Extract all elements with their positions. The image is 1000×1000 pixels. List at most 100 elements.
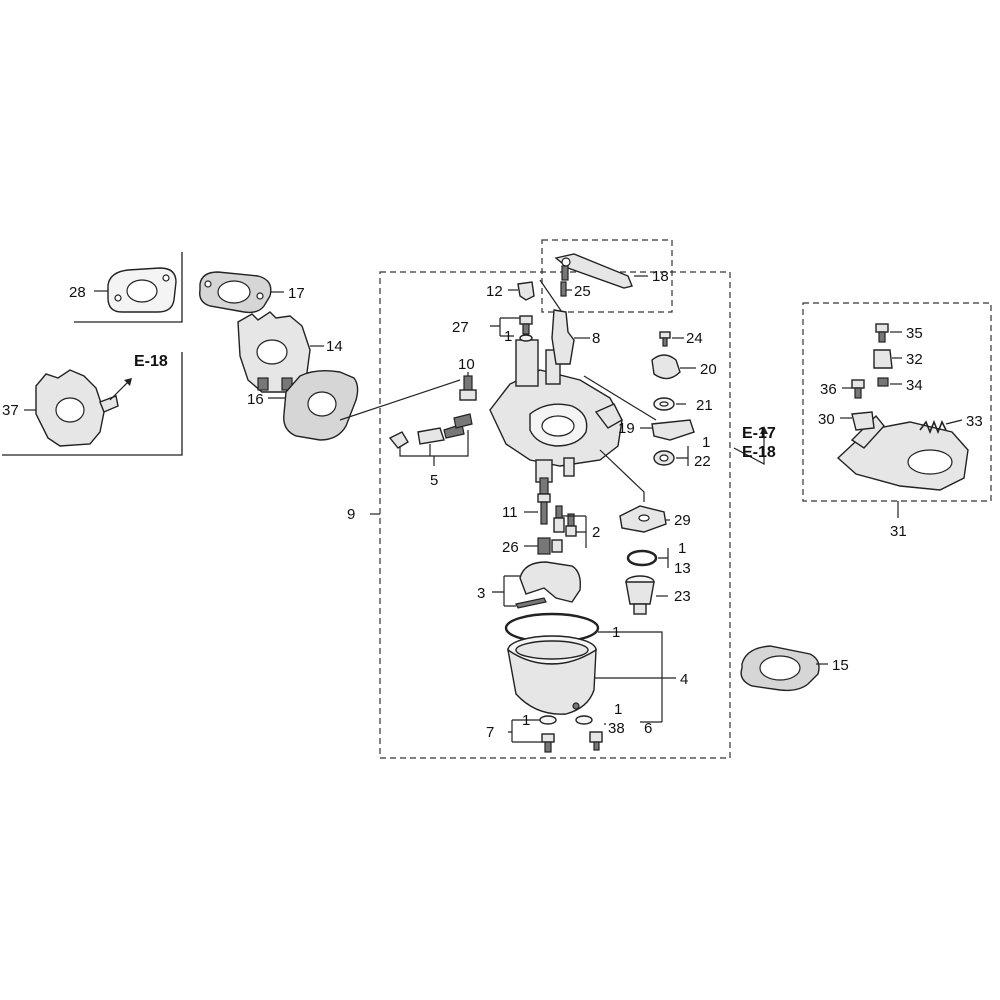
part-23-drawing <box>625 575 655 615</box>
part-18-box <box>541 239 673 313</box>
part-5-drawing <box>388 413 473 449</box>
part-label-3[interactable]: 3 <box>477 585 485 602</box>
leader-1-4-6 <box>594 631 676 722</box>
ref-e18-left[interactable]: E-18 <box>134 353 168 370</box>
ref-e17-right[interactable]: E-17 <box>742 425 776 442</box>
part-label-38[interactable]: 38 <box>608 720 625 737</box>
part-label-12[interactable]: 12 <box>486 283 503 300</box>
part-label-1-c[interactable]: 1 <box>678 540 686 557</box>
part-19-drawing <box>651 419 695 441</box>
leader-38 <box>604 721 662 725</box>
part-2-drawing <box>553 505 577 537</box>
part-31-box <box>802 302 992 502</box>
part-label-22[interactable]: 22 <box>694 453 711 470</box>
part-label-29[interactable]: 29 <box>674 512 691 529</box>
part-29-drawing <box>619 505 667 533</box>
part-label-11[interactable]: 11 <box>502 504 518 521</box>
part-label-24[interactable]: 24 <box>686 330 703 347</box>
part-12-drawing <box>517 281 535 301</box>
leader-21-body <box>583 375 657 421</box>
part-label-26[interactable]: 26 <box>502 539 519 556</box>
part-label-34[interactable]: 34 <box>906 377 923 394</box>
part-20-drawing <box>651 354 681 380</box>
leader-22 <box>676 446 689 466</box>
part-28-frame <box>74 252 183 323</box>
part-30-drawing <box>851 411 875 431</box>
part-label-13[interactable]: 13 <box>674 560 691 577</box>
part-label-14[interactable]: 14 <box>326 338 343 355</box>
part-label-27[interactable]: 27 <box>452 319 469 336</box>
part-38-drawing <box>575 715 603 751</box>
part-33-spring-drawing <box>919 419 947 435</box>
part-label-2[interactable]: 2 <box>592 524 600 541</box>
part-label-32[interactable]: 32 <box>906 351 923 368</box>
part-label-1-b[interactable]: 1 <box>702 434 710 451</box>
part-label-35[interactable]: 35 <box>906 325 923 342</box>
part-label-30[interactable]: 30 <box>818 411 835 428</box>
part-label-25[interactable]: 25 <box>574 283 591 300</box>
leader-3 <box>492 575 520 607</box>
part-31-bracket-drawing <box>836 414 969 491</box>
part-label-18[interactable]: 18 <box>652 268 669 285</box>
part-35-drawing <box>875 323 889 343</box>
part-label-21[interactable]: 21 <box>696 397 713 414</box>
e18-left-arrow-line <box>109 379 131 401</box>
part-label-9[interactable]: 9 <box>347 506 355 523</box>
part-36-drawing <box>851 379 865 399</box>
carburetor-body-drawing <box>489 339 623 499</box>
leader-29-body <box>599 449 645 502</box>
part-label-28[interactable]: 28 <box>69 284 86 301</box>
part-21-drawing <box>653 397 675 411</box>
part-label-4[interactable]: 4 <box>680 671 688 688</box>
leader-33 <box>945 419 963 425</box>
part-label-16[interactable]: 16 <box>247 391 264 408</box>
e17-e18-arrow-head <box>760 426 768 434</box>
part-label-1-e[interactable]: 1 <box>614 701 622 718</box>
part-37-insulator-drawing <box>35 369 119 447</box>
part-34-drawing <box>877 377 889 387</box>
part-label-23[interactable]: 23 <box>674 588 691 605</box>
part-label-31[interactable]: 31 <box>890 523 907 540</box>
leader-7 <box>508 719 542 743</box>
part-label-7[interactable]: 7 <box>486 724 494 741</box>
part-label-1-a[interactable]: 1 <box>504 328 512 345</box>
part-18-lever-drawing <box>554 253 633 289</box>
part-label-8[interactable]: 8 <box>592 330 600 347</box>
part-label-1-f[interactable]: 1 <box>522 712 530 729</box>
part-24-drawing <box>659 331 671 347</box>
e17-e18-arrow-line <box>733 430 765 465</box>
part-label-17[interactable]: 17 <box>288 285 305 302</box>
part-14-insulator-drawing <box>237 311 311 393</box>
part-27-drawing <box>519 315 533 342</box>
part-22-drawing <box>653 450 675 466</box>
part-label-6[interactable]: 6 <box>644 720 652 737</box>
part-8-drawing <box>551 309 575 365</box>
part-10-drawing <box>459 375 477 401</box>
leader-2 <box>562 515 587 548</box>
part-label-19[interactable]: 19 <box>618 420 635 437</box>
part-28-gasket-drawing <box>107 267 177 313</box>
part-label-15[interactable]: 15 <box>832 657 849 674</box>
ref-e18-right[interactable]: E-18 <box>742 444 776 461</box>
part-label-20[interactable]: 20 <box>700 361 717 378</box>
part-4-drawing <box>504 612 600 715</box>
carburetor-assembly-box <box>379 271 731 759</box>
leader-16-carb <box>339 379 461 421</box>
part-13-drawing <box>626 549 658 567</box>
part-label-37[interactable]: 37 <box>2 402 19 419</box>
part-label-5[interactable]: 5 <box>430 472 438 489</box>
part-label-1-d[interactable]: 1 <box>612 624 620 641</box>
part-label-33[interactable]: 33 <box>966 413 983 430</box>
part-17-gasket-drawing <box>199 271 272 314</box>
part-7-drawing <box>539 715 557 753</box>
leader-27 <box>490 317 520 337</box>
part-label-10[interactable]: 10 <box>458 356 475 373</box>
part-15-gasket-drawing <box>740 645 820 692</box>
part-32-drawing <box>873 349 893 369</box>
part-label-36[interactable]: 36 <box>820 381 837 398</box>
leader-5 <box>399 430 469 466</box>
part-3-drawing <box>515 561 582 609</box>
part-25-pin-drawing <box>560 281 567 297</box>
